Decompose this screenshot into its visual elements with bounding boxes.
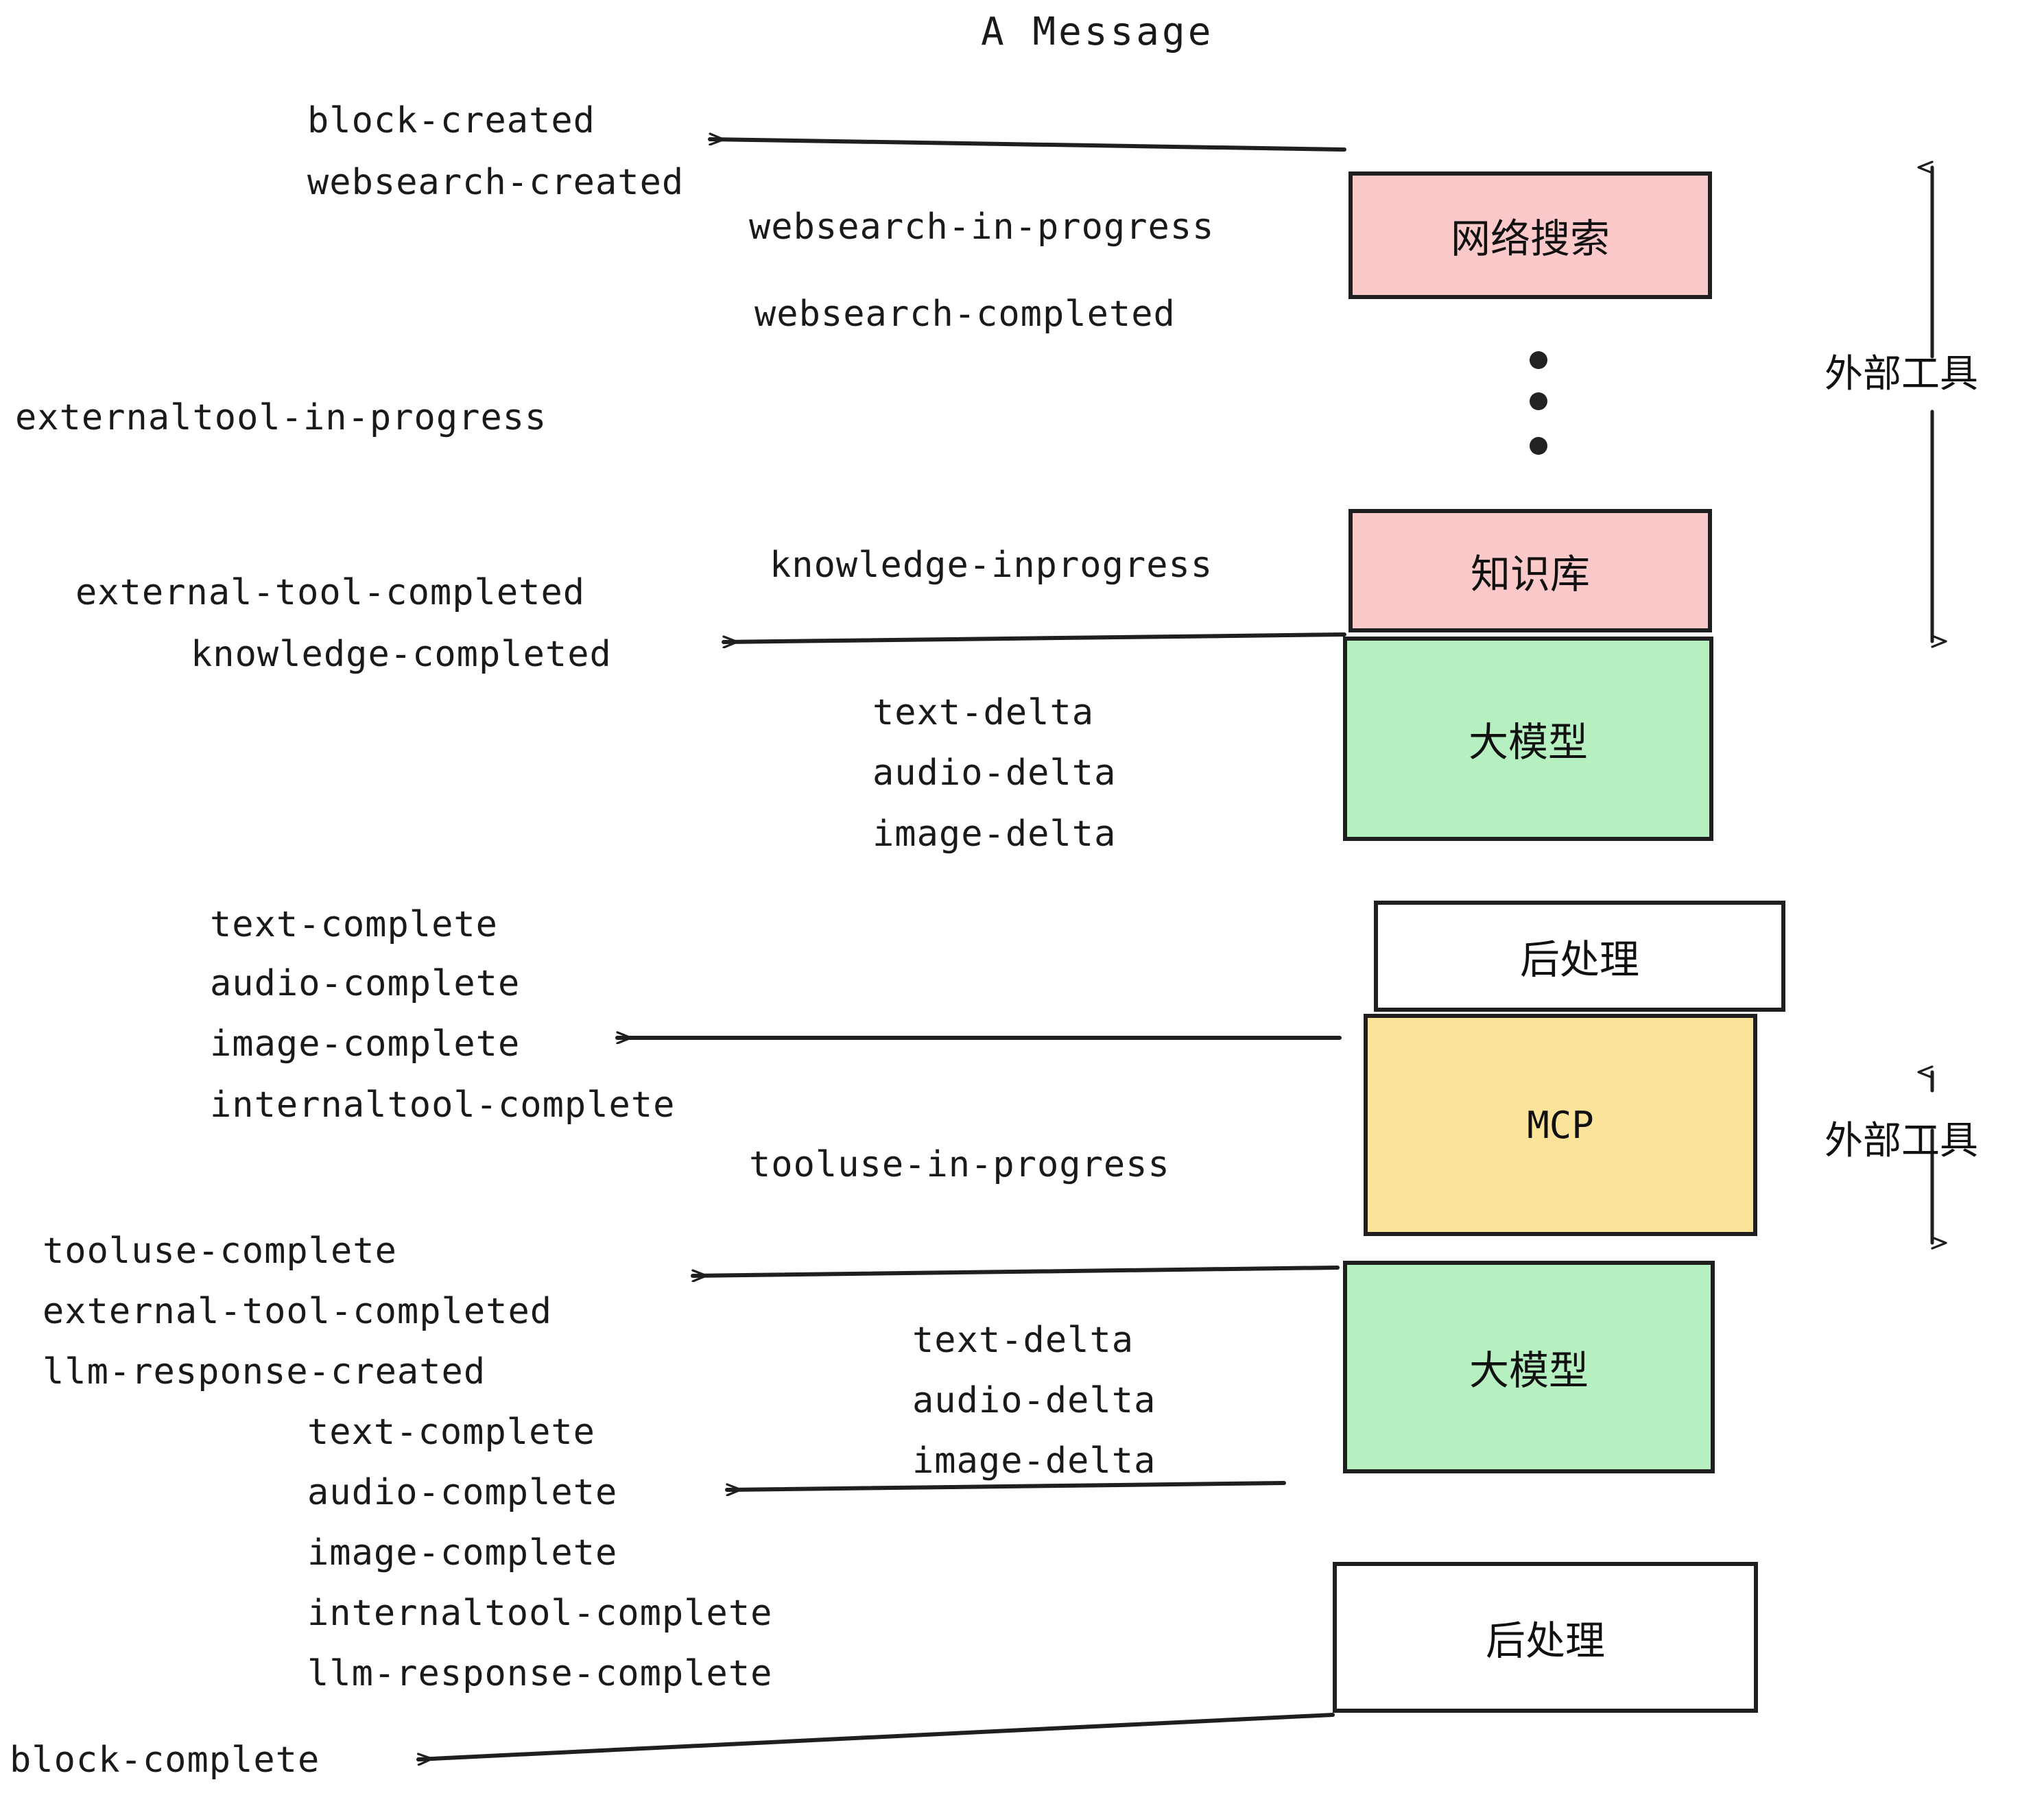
arrow-knowledge-done <box>722 632 1346 642</box>
ellipsis-dot <box>1530 437 1547 455</box>
node-label: 后处理 <box>1519 936 1639 983</box>
node-label: 网络搜索 <box>1450 215 1610 262</box>
side-label-external-tools-bottom: 外部工具 <box>1825 1119 1978 1163</box>
event-block-created: block-created <box>307 100 595 141</box>
ellipsis-dot <box>1530 351 1547 369</box>
event-text-complete-2: text-complete <box>307 1412 595 1453</box>
event-llm-response-created: llm-response-created <box>43 1351 486 1392</box>
event-image-complete-2: image-complete <box>307 1532 618 1574</box>
node-llm-1: 大模型 <box>1343 637 1713 841</box>
event-websearch-created: websearch-created <box>307 162 685 203</box>
node-postprocess-2: 后处理 <box>1333 1562 1758 1713</box>
event-external-tool-completed-2: external-tool-completed <box>43 1291 553 1332</box>
event-audio-complete-1: audio-complete <box>210 963 521 1004</box>
page-title: A Message <box>981 10 1214 54</box>
arrow-tooluse-complete <box>691 1266 1340 1276</box>
flow-arrows <box>416 139 1346 1759</box>
event-text-complete-1: text-complete <box>210 904 498 945</box>
event-internaltool-complete-2: internaltool-complete <box>307 1593 773 1634</box>
event-image-delta-1: image-delta <box>872 814 1117 855</box>
node-label: MCP <box>1527 1103 1594 1147</box>
event-tooluse-complete: tooluse-complete <box>43 1231 397 1272</box>
event-internaltool-complete-1: internaltool-complete <box>210 1084 676 1126</box>
event-websearch-completed: websearch-completed <box>754 294 1176 335</box>
node-mcp: MCP <box>1364 1014 1757 1236</box>
event-image-delta-2: image-delta <box>912 1440 1156 1482</box>
ellipsis-dot <box>1530 392 1547 410</box>
event-externaltool-in-progress: externaltool-in-progress <box>15 397 547 438</box>
event-audio-complete-2: audio-complete <box>307 1472 618 1513</box>
event-text-delta-2: text-delta <box>912 1320 1134 1361</box>
event-text-delta-1: text-delta <box>872 692 1095 733</box>
node-label: 大模型 <box>1469 1347 1589 1394</box>
event-image-complete-1: image-complete <box>210 1023 521 1065</box>
arrow-audio-complete <box>725 1481 1286 1490</box>
node-llm-2: 大模型 <box>1343 1261 1715 1473</box>
side-label-external-tools-top: 外部工具 <box>1825 352 1978 396</box>
node-label: 大模型 <box>1468 719 1588 765</box>
event-knowledge-completed: knowledge-completed <box>191 634 612 675</box>
node-knowledge: 知识库 <box>1348 509 1712 632</box>
arrow-block-complete <box>416 1713 1335 1759</box>
event-llm-response-complete: llm-response-complete <box>307 1653 773 1694</box>
arrow-block-created <box>708 139 1346 152</box>
node-websearch: 网络搜索 <box>1348 171 1712 299</box>
event-external-tool-completed-1: external-tool-completed <box>75 572 586 613</box>
event-block-complete: block-complete <box>10 1740 320 1781</box>
node-label: 知识库 <box>1470 551 1590 597</box>
event-audio-delta-1: audio-delta <box>872 752 1117 794</box>
event-tooluse-in-progress: tooluse-in-progress <box>749 1144 1170 1185</box>
event-knowledge-inprogress: knowledge-inprogress <box>770 545 1213 586</box>
event-audio-delta-2: audio-delta <box>912 1380 1156 1421</box>
event-websearch-in-progress: websearch-in-progress <box>749 206 1215 248</box>
node-label: 后处理 <box>1485 1617 1605 1664</box>
node-postprocess-1: 后处理 <box>1374 901 1785 1012</box>
